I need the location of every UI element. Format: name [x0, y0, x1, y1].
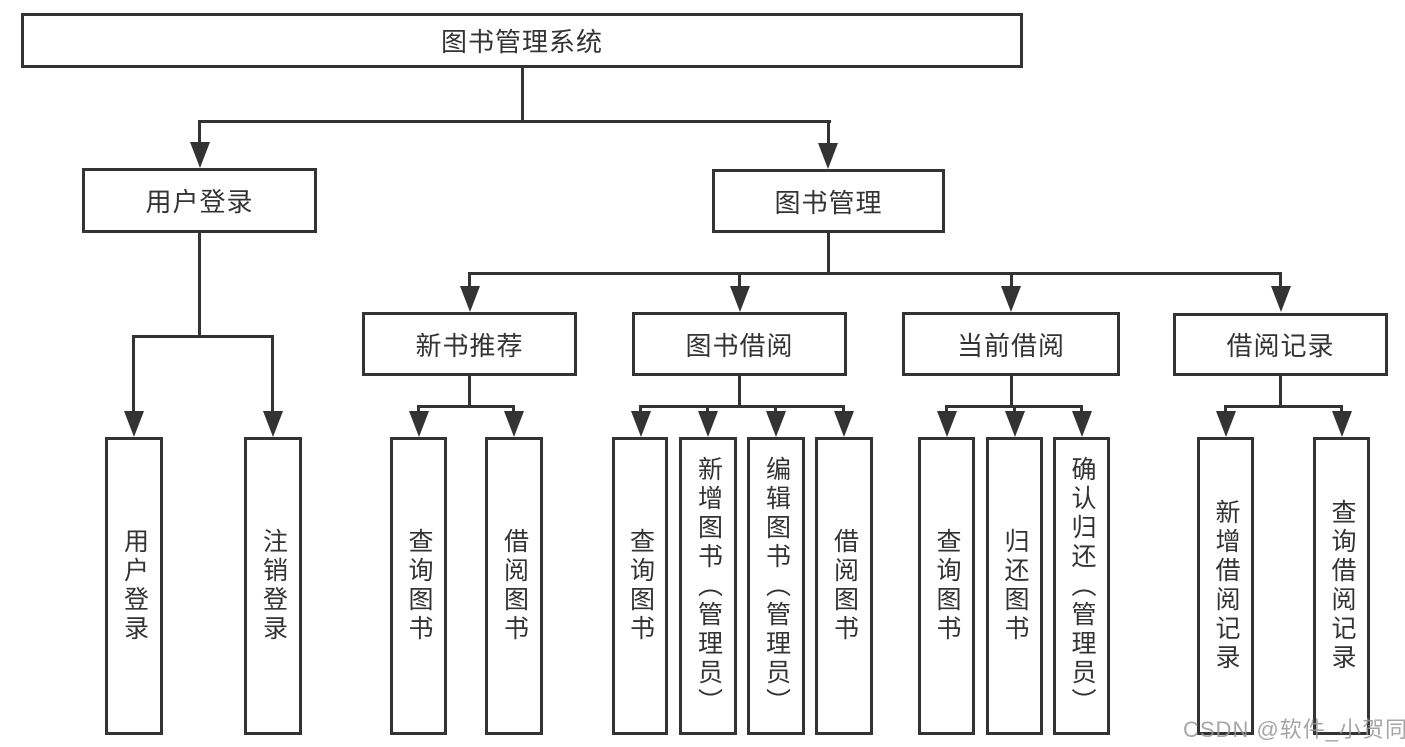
leaf-records-add-record-label: 新增借阅记录	[1212, 499, 1240, 673]
arrow-down-icon	[698, 411, 718, 437]
connector-line	[827, 120, 830, 151]
connector-line	[132, 335, 274, 338]
node-user-login-label: 用户登录	[145, 187, 254, 217]
arrow-down-icon	[1072, 411, 1092, 437]
leaf-logout: 注销登录	[244, 437, 302, 735]
leaf-current-return-books: 归还图书	[986, 437, 1043, 735]
leaf-current-return-books-label: 归还图书	[1001, 528, 1029, 644]
leaf-borrow-edit-books-admin: 编辑图书（管理员）	[747, 437, 805, 735]
node-book-borrow: 图书借阅	[632, 312, 847, 376]
connector-line	[271, 335, 274, 413]
connector-line	[132, 335, 135, 413]
connector-line	[1010, 272, 1013, 292]
leaf-current-confirm-return-admin: 确认归还（管理员）	[1053, 437, 1110, 735]
connector-line	[521, 68, 524, 120]
arrow-down-icon	[190, 142, 210, 168]
connector-line	[468, 376, 471, 405]
arrow-down-icon	[1271, 286, 1291, 312]
leaf-logout-label: 注销登录	[259, 528, 288, 644]
leaf-user-login: 用户登录	[105, 437, 163, 735]
leaf-current-confirm-return-admin-label: 确认归还（管理员）	[1068, 455, 1096, 717]
arrow-down-icon	[834, 411, 854, 437]
arrow-down-icon	[409, 411, 429, 437]
leaf-borrow-add-books-admin: 新增图书（管理员）	[679, 437, 737, 735]
node-borrow-records-label: 借阅记录	[1226, 331, 1335, 361]
arrow-down-icon	[504, 411, 524, 437]
leaf-borrow-add-books-admin-label: 新增图书（管理员）	[694, 455, 723, 717]
connector-line	[639, 405, 845, 408]
arrow-down-icon	[124, 411, 144, 437]
leaf-borrow-query-books: 查询图书	[612, 437, 668, 735]
leaf-borrow-borrow-books: 借阅图书	[815, 437, 873, 735]
leaf-records-query-record-label: 查询借阅记录	[1328, 499, 1356, 673]
node-new-book-recommend-label: 新书推荐	[415, 330, 524, 361]
arrow-down-icon	[766, 411, 786, 437]
arrow-down-icon	[818, 143, 838, 169]
leaf-borrow-query-books-label: 查询图书	[626, 528, 655, 644]
node-root: 图书管理系统	[21, 13, 1023, 68]
leaf-newbook-borrow-books: 借阅图书	[485, 437, 543, 735]
leaf-borrow-edit-books-admin-label: 编辑图书（管理员）	[762, 455, 791, 717]
arrow-down-icon	[937, 411, 957, 437]
connector-line	[468, 272, 1282, 275]
node-root-label: 图书管理系统	[440, 27, 603, 57]
node-borrow-records: 借阅记录	[1173, 313, 1388, 376]
connector-line	[1224, 405, 1343, 408]
arrow-down-icon	[1332, 411, 1352, 437]
node-user-login: 用户登录	[82, 168, 317, 233]
arrow-down-icon	[1005, 411, 1025, 437]
arrow-down-icon	[1001, 286, 1021, 312]
connector-line	[198, 120, 831, 123]
leaf-borrow-borrow-books-label: 借阅图书	[830, 528, 859, 644]
node-book-management: 图书管理	[712, 169, 945, 233]
connector-line	[198, 120, 201, 150]
leaf-current-query-books: 查询图书	[918, 437, 975, 735]
connector-line	[738, 376, 741, 405]
node-book-management-label: 图书管理	[774, 187, 883, 218]
leaf-current-query-books-label: 查询图书	[933, 528, 961, 644]
csdn-watermark: CSDN @软件_小贺同学	[1183, 717, 1405, 742]
leaf-records-query-record: 查询借阅记录	[1313, 437, 1370, 735]
arrow-down-icon	[1216, 411, 1236, 437]
leaf-records-add-record: 新增借阅记录	[1197, 437, 1254, 735]
node-book-borrow-label: 图书借阅	[685, 330, 794, 361]
arrow-down-icon	[263, 411, 283, 437]
arrow-down-icon	[460, 286, 480, 312]
leaf-newbook-query-books-label: 查询图书	[405, 528, 433, 644]
connector-line	[1279, 376, 1282, 405]
leaf-newbook-borrow-books-label: 借阅图书	[500, 528, 529, 644]
leaf-newbook-query-books: 查询图书	[390, 437, 447, 735]
node-new-book-recommend: 新书推荐	[362, 312, 577, 376]
arrow-down-icon	[631, 411, 651, 437]
connector-line	[417, 405, 515, 408]
node-current-borrow: 当前借阅	[902, 312, 1120, 376]
leaf-user-login-label: 用户登录	[120, 528, 149, 644]
connector-line	[738, 272, 741, 292]
connector-line	[468, 272, 471, 292]
arrow-down-icon	[730, 286, 750, 312]
connector-line	[827, 233, 830, 272]
connector-line	[1279, 272, 1282, 292]
node-current-borrow-label: 当前借阅	[956, 330, 1065, 361]
connector-line	[1010, 376, 1013, 405]
connector-line	[198, 233, 201, 335]
